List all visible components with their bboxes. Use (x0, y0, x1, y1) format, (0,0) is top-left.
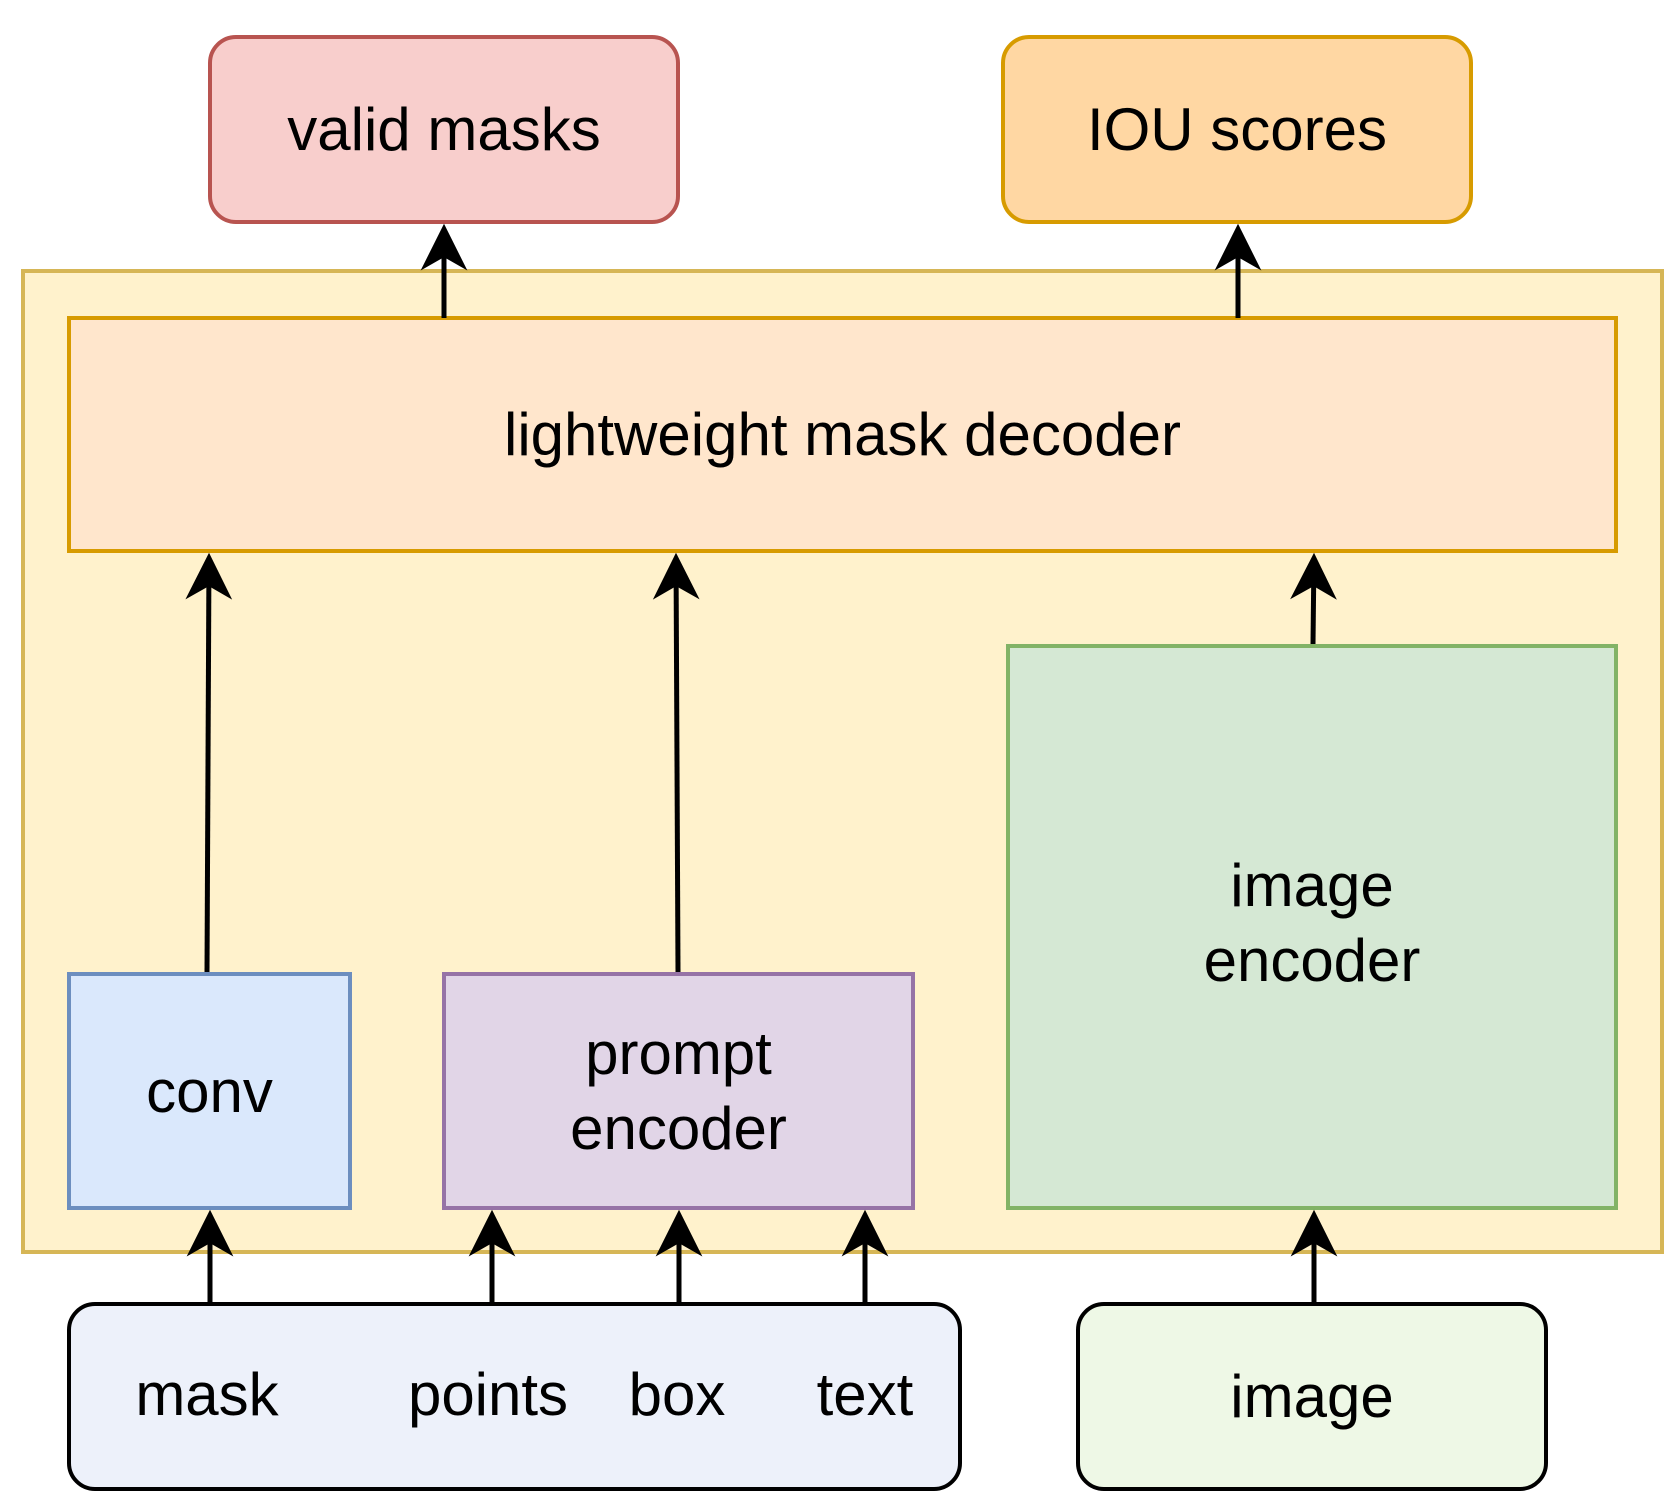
prompt-encoder-label-line2: encoder (570, 1095, 787, 1162)
image-encoder-label-line1: image (1230, 852, 1394, 919)
mask-decoder-block: lightweight mask decoder (67, 316, 1618, 553)
arrow-conv-to-decoder-shaft (204, 584, 212, 973)
arrow-conv-to-decoder-head (185, 552, 233, 600)
arrow-text-to-prompt-encoder-head (841, 1209, 889, 1257)
arrow-image-to-image-encoder-head (1290, 1209, 1338, 1257)
prompt-inputs-group (67, 1302, 962, 1491)
arrow-image-encoder-to-decoder-shaft (1310, 584, 1317, 645)
mask-input-label: mask (135, 1361, 279, 1428)
prompt-encoder-label-line1: prompt (585, 1020, 772, 1087)
image-encoder-block: image encoder (1006, 644, 1618, 1210)
points-input-label: points (407, 1361, 569, 1428)
arrow-points-to-prompt-encoder-head (468, 1209, 516, 1257)
arrow-box-to-prompt-encoder-head (655, 1209, 703, 1257)
valid-masks-output: valid masks (208, 35, 680, 224)
arrow-decoder-to-valid-masks-head (420, 223, 468, 271)
iou-scores-label: IOU scores (1086, 96, 1388, 163)
iou-scores-output: IOU scores (1001, 35, 1473, 224)
mask-decoder-label: lightweight mask decoder (503, 401, 1182, 468)
arrow-prompt-encoder-to-decoder-head (652, 552, 700, 600)
conv-block: conv (67, 972, 352, 1210)
arrow-image-encoder-to-decoder-head (1290, 552, 1337, 600)
valid-masks-label: valid masks (287, 96, 601, 163)
image-encoder-label-line2: encoder (1203, 927, 1421, 994)
image-input-label: image (1230, 1363, 1394, 1430)
conv-label: conv (146, 1057, 273, 1125)
image-input: image (1076, 1302, 1548, 1491)
arrow-prompt-encoder-to-decoder-shaft (673, 584, 681, 973)
arrow-mask-to-conv-head (186, 1209, 234, 1257)
box-input-label: box (628, 1361, 726, 1428)
text-input-label: text (816, 1361, 914, 1428)
arrow-decoder-to-iou-scores-head (1214, 223, 1262, 271)
prompt-encoder-block: prompt encoder (442, 972, 915, 1210)
